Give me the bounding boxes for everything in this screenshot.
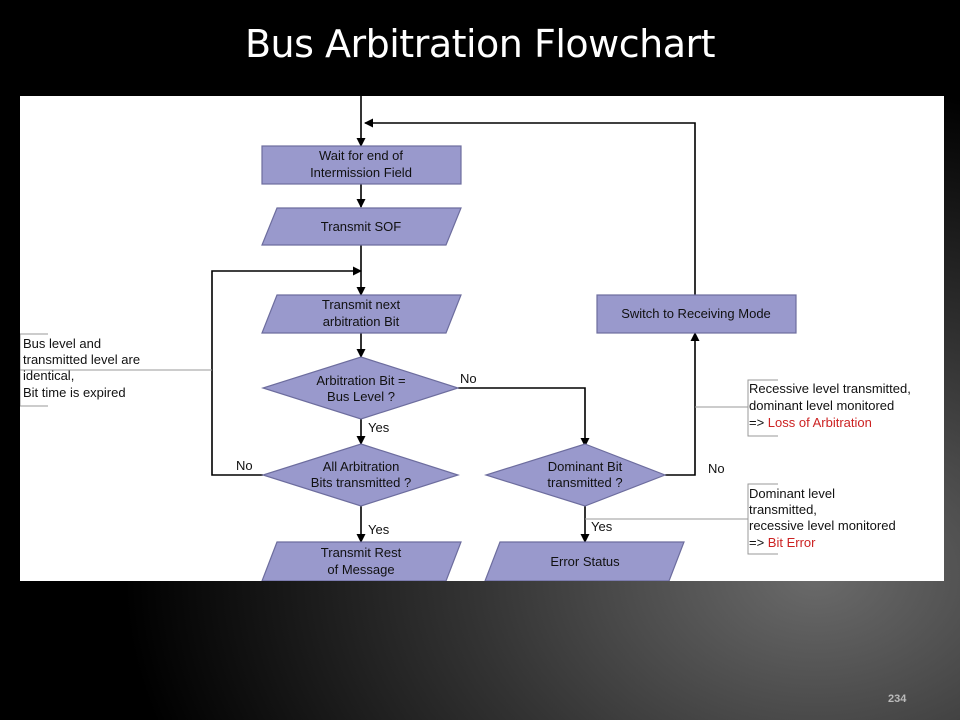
annotation-left-4: Bit time is expired bbox=[23, 385, 126, 400]
node-arb-decision-label-1: Arbitration Bit = bbox=[316, 373, 405, 388]
node-wait bbox=[261, 145, 462, 185]
node-dominant-label-2: transmitted ? bbox=[547, 475, 622, 490]
bracket-loss bbox=[747, 379, 778, 437]
node-sof bbox=[261, 207, 462, 246]
node-wait-label-1: Wait for end of bbox=[319, 148, 403, 163]
flowchart-panel: Wait for end of Intermission Field Trans… bbox=[19, 96, 944, 582]
page-number: 234 bbox=[888, 693, 907, 705]
node-arb-decision-label-2: Bus Level ? bbox=[327, 389, 395, 404]
node-error-label: Error Status bbox=[550, 554, 620, 569]
node-next-bit-label-1: Transmit next bbox=[322, 297, 401, 312]
edge-all-no-loop bbox=[211, 266, 362, 476]
label-yes-arb: Yes bbox=[368, 420, 390, 435]
label-yes-dom: Yes bbox=[591, 519, 613, 534]
label-no-arb: No bbox=[460, 371, 477, 386]
edge-dom-no bbox=[665, 332, 700, 476]
node-all-bits bbox=[261, 443, 460, 507]
node-next-bit bbox=[261, 294, 462, 334]
node-sof-label: Transmit SOF bbox=[321, 219, 401, 234]
edge-arb-no bbox=[458, 387, 590, 447]
slide-title: Bus Arbitration Flowchart bbox=[244, 22, 716, 66]
node-dominant bbox=[483, 443, 667, 507]
node-switch bbox=[596, 294, 797, 334]
annotation-left-3: identical, bbox=[23, 368, 74, 383]
edge-switch-return bbox=[364, 118, 696, 295]
node-all-bits-label-1: All Arbitration bbox=[323, 459, 400, 474]
bit-error-highlight: Bit Error bbox=[768, 535, 816, 550]
label-no-all: No bbox=[236, 458, 253, 473]
loss-of-arbitration-highlight: Loss of Arbitration bbox=[768, 415, 872, 430]
annotation-left-2: transmitted level are bbox=[23, 352, 140, 367]
label-no-dom: No bbox=[708, 461, 725, 476]
annotation-bit-error-2: transmitted, bbox=[749, 502, 817, 517]
node-next-bit-label-2: arbitration Bit bbox=[323, 314, 400, 329]
node-all-bits-label-2: Bits transmitted ? bbox=[311, 475, 411, 490]
node-rest-label-2: of Message bbox=[327, 562, 394, 577]
annotation-loss-2: dominant level monitored bbox=[749, 398, 894, 413]
node-wait-label-2: Intermission Field bbox=[310, 165, 412, 180]
label-yes-all: Yes bbox=[368, 522, 390, 537]
annotation-bit-error-prefix: => bbox=[749, 535, 768, 550]
node-dominant-label-1: Dominant Bit bbox=[548, 459, 623, 474]
annotation-loss-prefix: => bbox=[749, 415, 768, 430]
node-rest-label-1: Transmit Rest bbox=[321, 545, 402, 560]
node-switch-label: Switch to Receiving Mode bbox=[621, 306, 771, 321]
annotation-left-1: Bus level and bbox=[23, 336, 101, 351]
annotation-bit-error-1: Dominant level bbox=[749, 486, 835, 501]
annotation-bit-error-4: => Bit Error bbox=[749, 535, 816, 550]
annotation-bit-error-3: recessive level monitored bbox=[749, 518, 896, 533]
annotation-loss-1: Recessive level transmitted, bbox=[749, 381, 911, 396]
annotation-loss-3: => Loss of Arbitration bbox=[749, 415, 872, 430]
node-arb-decision bbox=[261, 356, 460, 420]
flowchart: Wait for end of Intermission Field Trans… bbox=[19, 96, 911, 582]
